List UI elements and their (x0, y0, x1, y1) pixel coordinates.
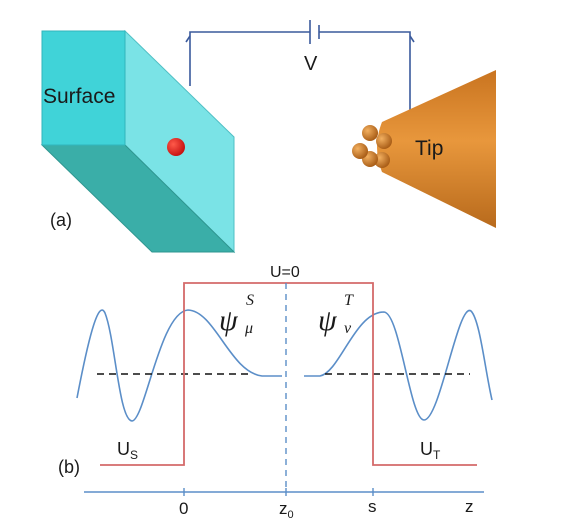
psi-t-label: ψ (318, 304, 338, 337)
psi-s-symbol: ψ (219, 304, 239, 337)
us-main: U (117, 439, 130, 459)
surface-atom-dot (167, 138, 185, 156)
wavefunction-curves (76, 309, 493, 422)
psi-t-sup: T (344, 292, 354, 309)
part-b: U=0 ψ S μ ψ T ν US UT (b) 0 z0 s z (58, 264, 493, 521)
us-label: US (117, 439, 138, 462)
tip-cone (377, 70, 496, 228)
potential-barrier (100, 282, 477, 466)
tick-label-s: s (368, 497, 377, 516)
surface-block (40, 29, 236, 254)
ut-sub: T (433, 448, 441, 462)
tip-atom (362, 125, 378, 141)
psi-t-symbol: ψ (318, 304, 338, 337)
psi-s-label: ψ (219, 304, 239, 337)
axis-tick-marks (183, 488, 374, 496)
psi-s-sup: S (246, 292, 254, 309)
tick-label-z0: z0 (279, 499, 294, 521)
us-sub: S (130, 448, 138, 462)
psi-t-sub: ν (344, 320, 352, 337)
axis-label-z: z (465, 497, 474, 516)
panel-a-label: (a) (50, 210, 72, 230)
barrier-label: U=0 (270, 264, 300, 281)
z0-main: z (279, 499, 288, 518)
part-a: Surface (a) V Tip (40, 20, 496, 254)
ut-label: UT (420, 439, 441, 462)
panel-b-label: (b) (58, 457, 80, 477)
tip-atom (352, 143, 368, 159)
surface-front-face (41, 30, 126, 146)
stm-tip (352, 70, 496, 228)
tick-label-zero: 0 (179, 499, 188, 518)
tip-label: Tip (415, 137, 443, 160)
battery-symbol (309, 20, 320, 44)
right-wavefunction (304, 310, 493, 421)
voltage-label: V (304, 53, 318, 75)
tip-atom (376, 133, 392, 149)
circuit-wire (185, 31, 415, 118)
left-wavefunction (76, 309, 282, 422)
tip-atom (374, 152, 390, 168)
surface-label: Surface (43, 85, 115, 108)
ut-main: U (420, 439, 433, 459)
psi-s-sub: μ (244, 320, 253, 337)
z0-sub: 0 (288, 509, 294, 521)
